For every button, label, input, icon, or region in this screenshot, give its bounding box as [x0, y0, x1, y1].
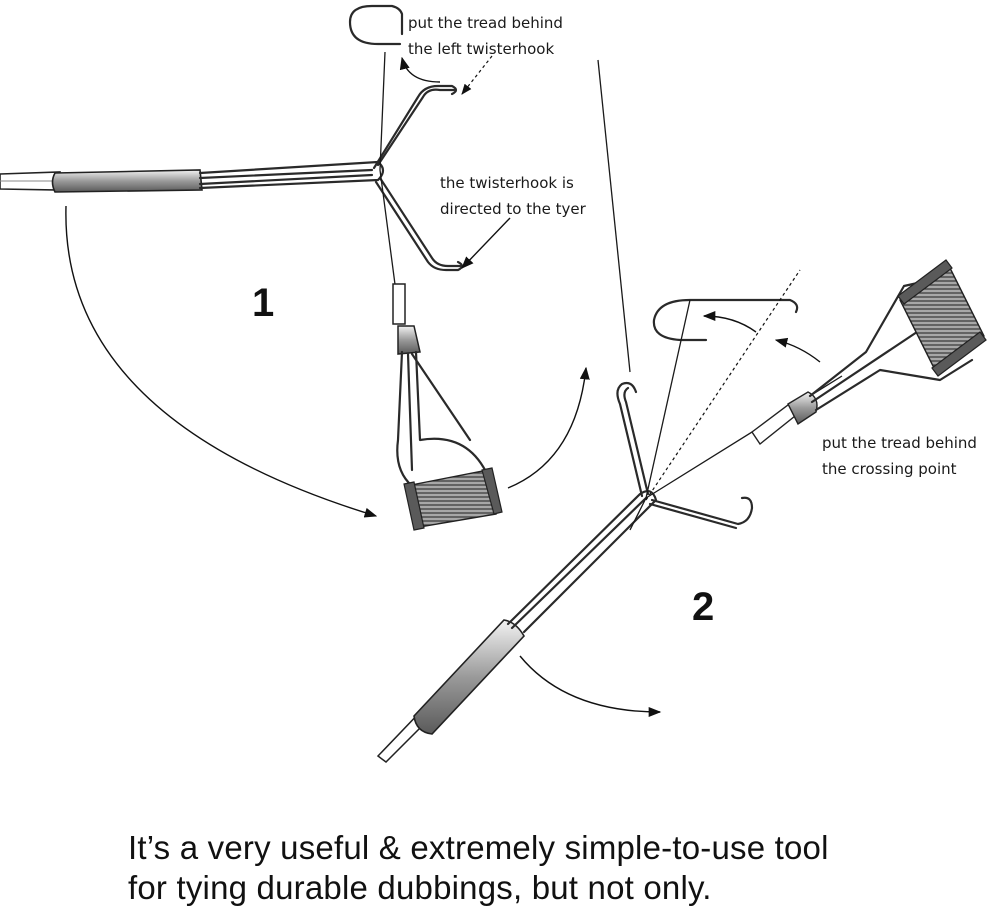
- pointer-crossing-arrow: [774, 337, 821, 363]
- thread-spool-figure-2: [897, 259, 987, 377]
- figure-2-twister-tool: 2 put the tread behind the crossing poin…: [376, 259, 987, 763]
- label-crossing-line2: the crossing point: [822, 460, 957, 478]
- thread-spool-figure-1: [403, 467, 503, 531]
- label-crossing-line1: put the tread behind: [822, 434, 977, 452]
- tool-handle-figure-2: [413, 619, 525, 735]
- caption: It’s a very useful & extremely simple-to…: [128, 828, 988, 908]
- top-hanger-hook: [348, 4, 404, 46]
- label-tread-left-line2: the left twisterhook: [408, 40, 554, 58]
- crossing-dotted-line: [645, 269, 801, 501]
- tool-wire-loop-figure-2: [506, 490, 658, 634]
- step-number-2: 2: [692, 585, 714, 629]
- thread-figure-1: [379, 51, 397, 293]
- top-hanger-hook-figure-2: [652, 298, 799, 342]
- figure-1-twister-tool: 1 put the tread behind the left twisterh…: [0, 4, 631, 531]
- rotation-arrow-figure-1: [65, 205, 378, 518]
- caption-line-1: It’s a very useful & extremely simple-to…: [128, 829, 829, 866]
- left-twisterhook: [372, 84, 458, 170]
- label-tread-left-line1: put the tread behind: [408, 14, 563, 32]
- thread-figure-2c: [629, 497, 647, 531]
- bobbin-holder-figure-1: [392, 283, 503, 531]
- tool-handle: [51, 169, 203, 193]
- label-hook-tyer-line1: the twisterhook is: [440, 174, 574, 192]
- pointer-tread-left: [461, 55, 493, 95]
- thread-figure-2a: [645, 299, 691, 499]
- bobbin-holder-figure-2: [751, 259, 987, 446]
- hook-turn-arrow-figure-2: [702, 310, 757, 333]
- leader-line: [597, 59, 631, 373]
- right-twisterhook-figure-2: [648, 496, 754, 530]
- caption-line-2: for tying durable dubbings, but not only…: [128, 869, 712, 906]
- step-number-1: 1: [252, 281, 274, 325]
- pointer-hook-tyer: [461, 217, 511, 269]
- transition-arrow: [507, 366, 590, 489]
- rotation-arrow-figure-2: [519, 655, 662, 718]
- label-hook-tyer-line2: directed to the tyer: [440, 200, 587, 218]
- hook-turn-arrow: [399, 56, 441, 83]
- tool-wire-loop: [198, 160, 385, 190]
- tool-rod: [0, 171, 61, 191]
- left-twisterhook-figure-2: [616, 381, 650, 498]
